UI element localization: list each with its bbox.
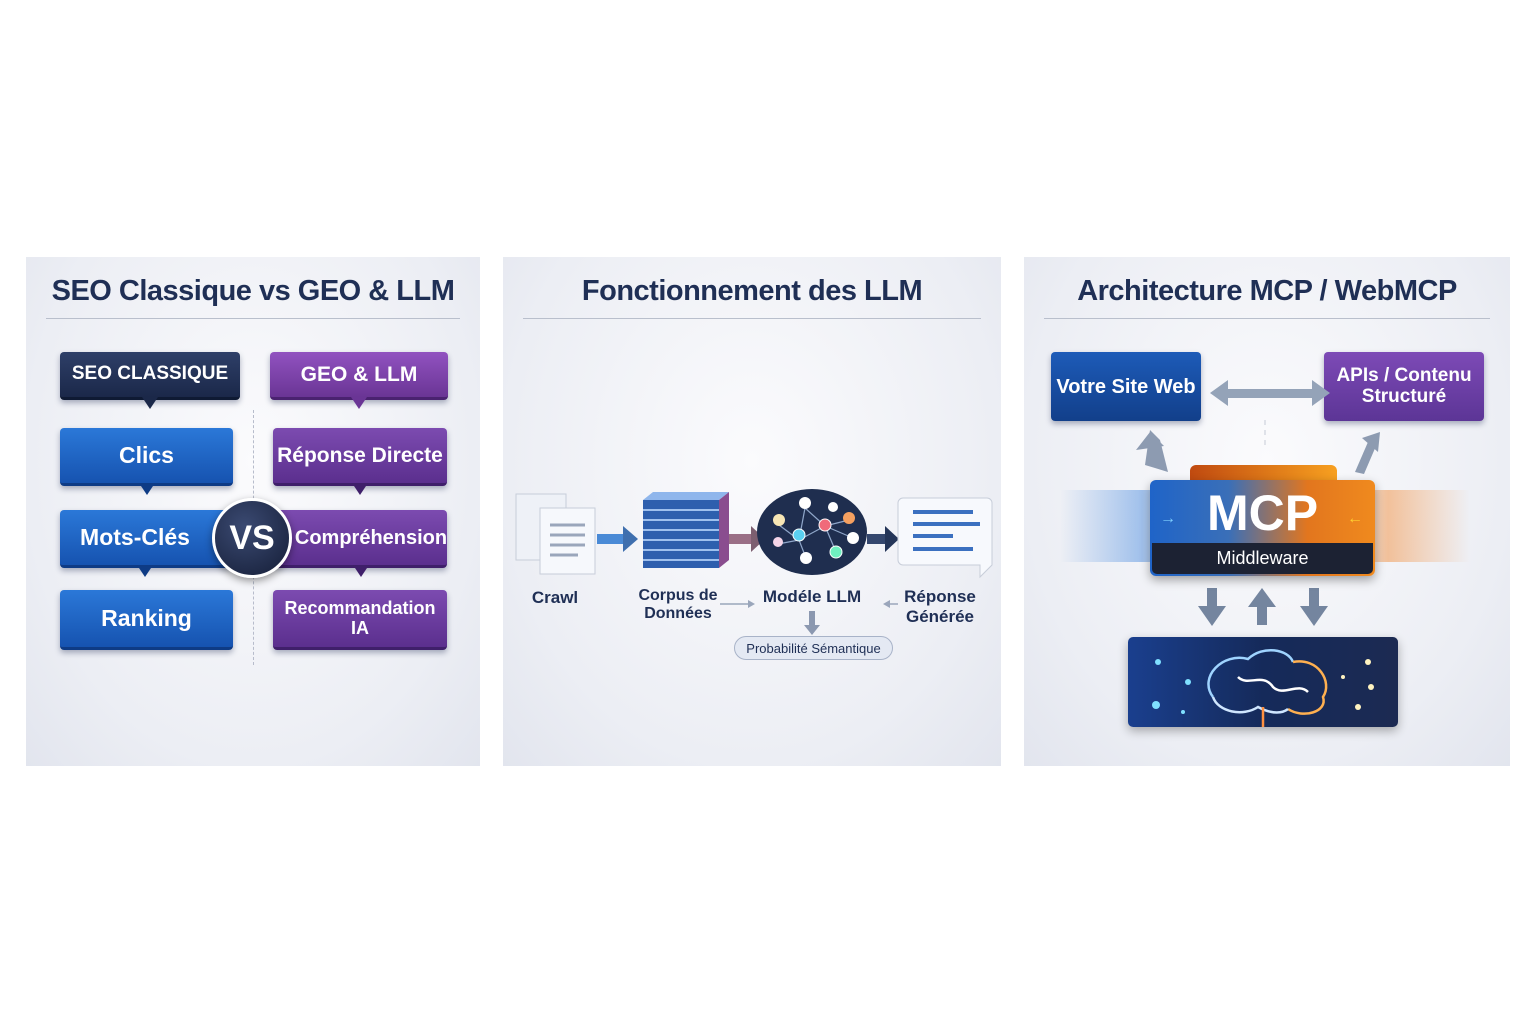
geo-llm-header: GEO & LLM [270, 352, 448, 409]
semantic-probability-pill: Probabilité Sémantique [734, 636, 893, 660]
geo-item-recommandation: Recommandation IA [273, 590, 447, 650]
divider [46, 318, 460, 319]
item-label: Clics [119, 441, 174, 468]
step-modele-llm: Modéle LLM [762, 587, 862, 606]
panel-title: Fonctionnement des LLM [581, 275, 923, 307]
arrow-icon [597, 526, 638, 552]
database-stack-icon [643, 492, 729, 568]
apis-contenu-box: APIs / Contenu Structuré [1324, 352, 1484, 421]
item-label: Compréhension [294, 526, 448, 549]
documents-icon [515, 493, 596, 575]
step-crawl: Crawl [531, 588, 579, 607]
speech-bubble-icon [897, 497, 993, 579]
seo-item-clics: Clics [60, 428, 233, 495]
brain-icon [1152, 649, 1374, 727]
seo-item-ranking: Ranking [60, 590, 233, 650]
double-arrow-icon [1210, 380, 1330, 406]
vs-label: VS [229, 518, 275, 557]
up-arrow-icon [1355, 432, 1380, 474]
step-reponse: Réponse Générée [904, 587, 976, 626]
votre-site-web-box: Votre Site Web [1051, 352, 1201, 421]
down-arrow-icon [1300, 588, 1328, 626]
header-label: GEO & LLM [300, 362, 418, 386]
item-label: Réponse Directe [277, 443, 443, 467]
up-arrow-icon [1248, 588, 1276, 625]
geo-item-comprehension: Compréhension [275, 510, 448, 577]
arrow-icon [867, 526, 899, 552]
seo-item-mots-cles: Mots-Clés [60, 510, 230, 577]
mcp-arrows [1136, 380, 1380, 626]
down-arrow-icon [1198, 588, 1226, 626]
item-label: Recommandation IA [284, 597, 436, 638]
arrow-in-icon: → [1160, 510, 1176, 527]
mcp-label: MCP [1206, 485, 1319, 541]
divider [523, 318, 981, 319]
divider [1044, 318, 1490, 319]
item-label: Mots-Clés [80, 523, 190, 550]
seo-classique-header: SEO CLASSIQUE [60, 352, 240, 409]
middleware-label: Middleware [1216, 548, 1309, 568]
flow-arrows [720, 600, 898, 635]
neural-network-icon [757, 489, 867, 575]
ai-brain-panel [1128, 637, 1398, 727]
panel-title: SEO Classique vs GEO & LLM [51, 275, 455, 307]
panel-title: Architecture MCP / WebMCP [1077, 275, 1457, 307]
step-corpus: Corpus de Données [638, 587, 718, 623]
vs-badge: VS [212, 498, 292, 578]
up-arrow-icon [1136, 430, 1168, 472]
header-label: SEO CLASSIQUE [71, 363, 229, 385]
geo-item-reponse-directe: Réponse Directe [273, 428, 447, 495]
mcp-middleware-box: MCP → ← Middleware [1150, 480, 1375, 576]
llm-pipeline-graphic [515, 489, 993, 579]
item-label: Ranking [101, 604, 192, 631]
arrow-in-icon: ← [1347, 510, 1363, 527]
middleware-bar: Middleware [1152, 543, 1373, 574]
